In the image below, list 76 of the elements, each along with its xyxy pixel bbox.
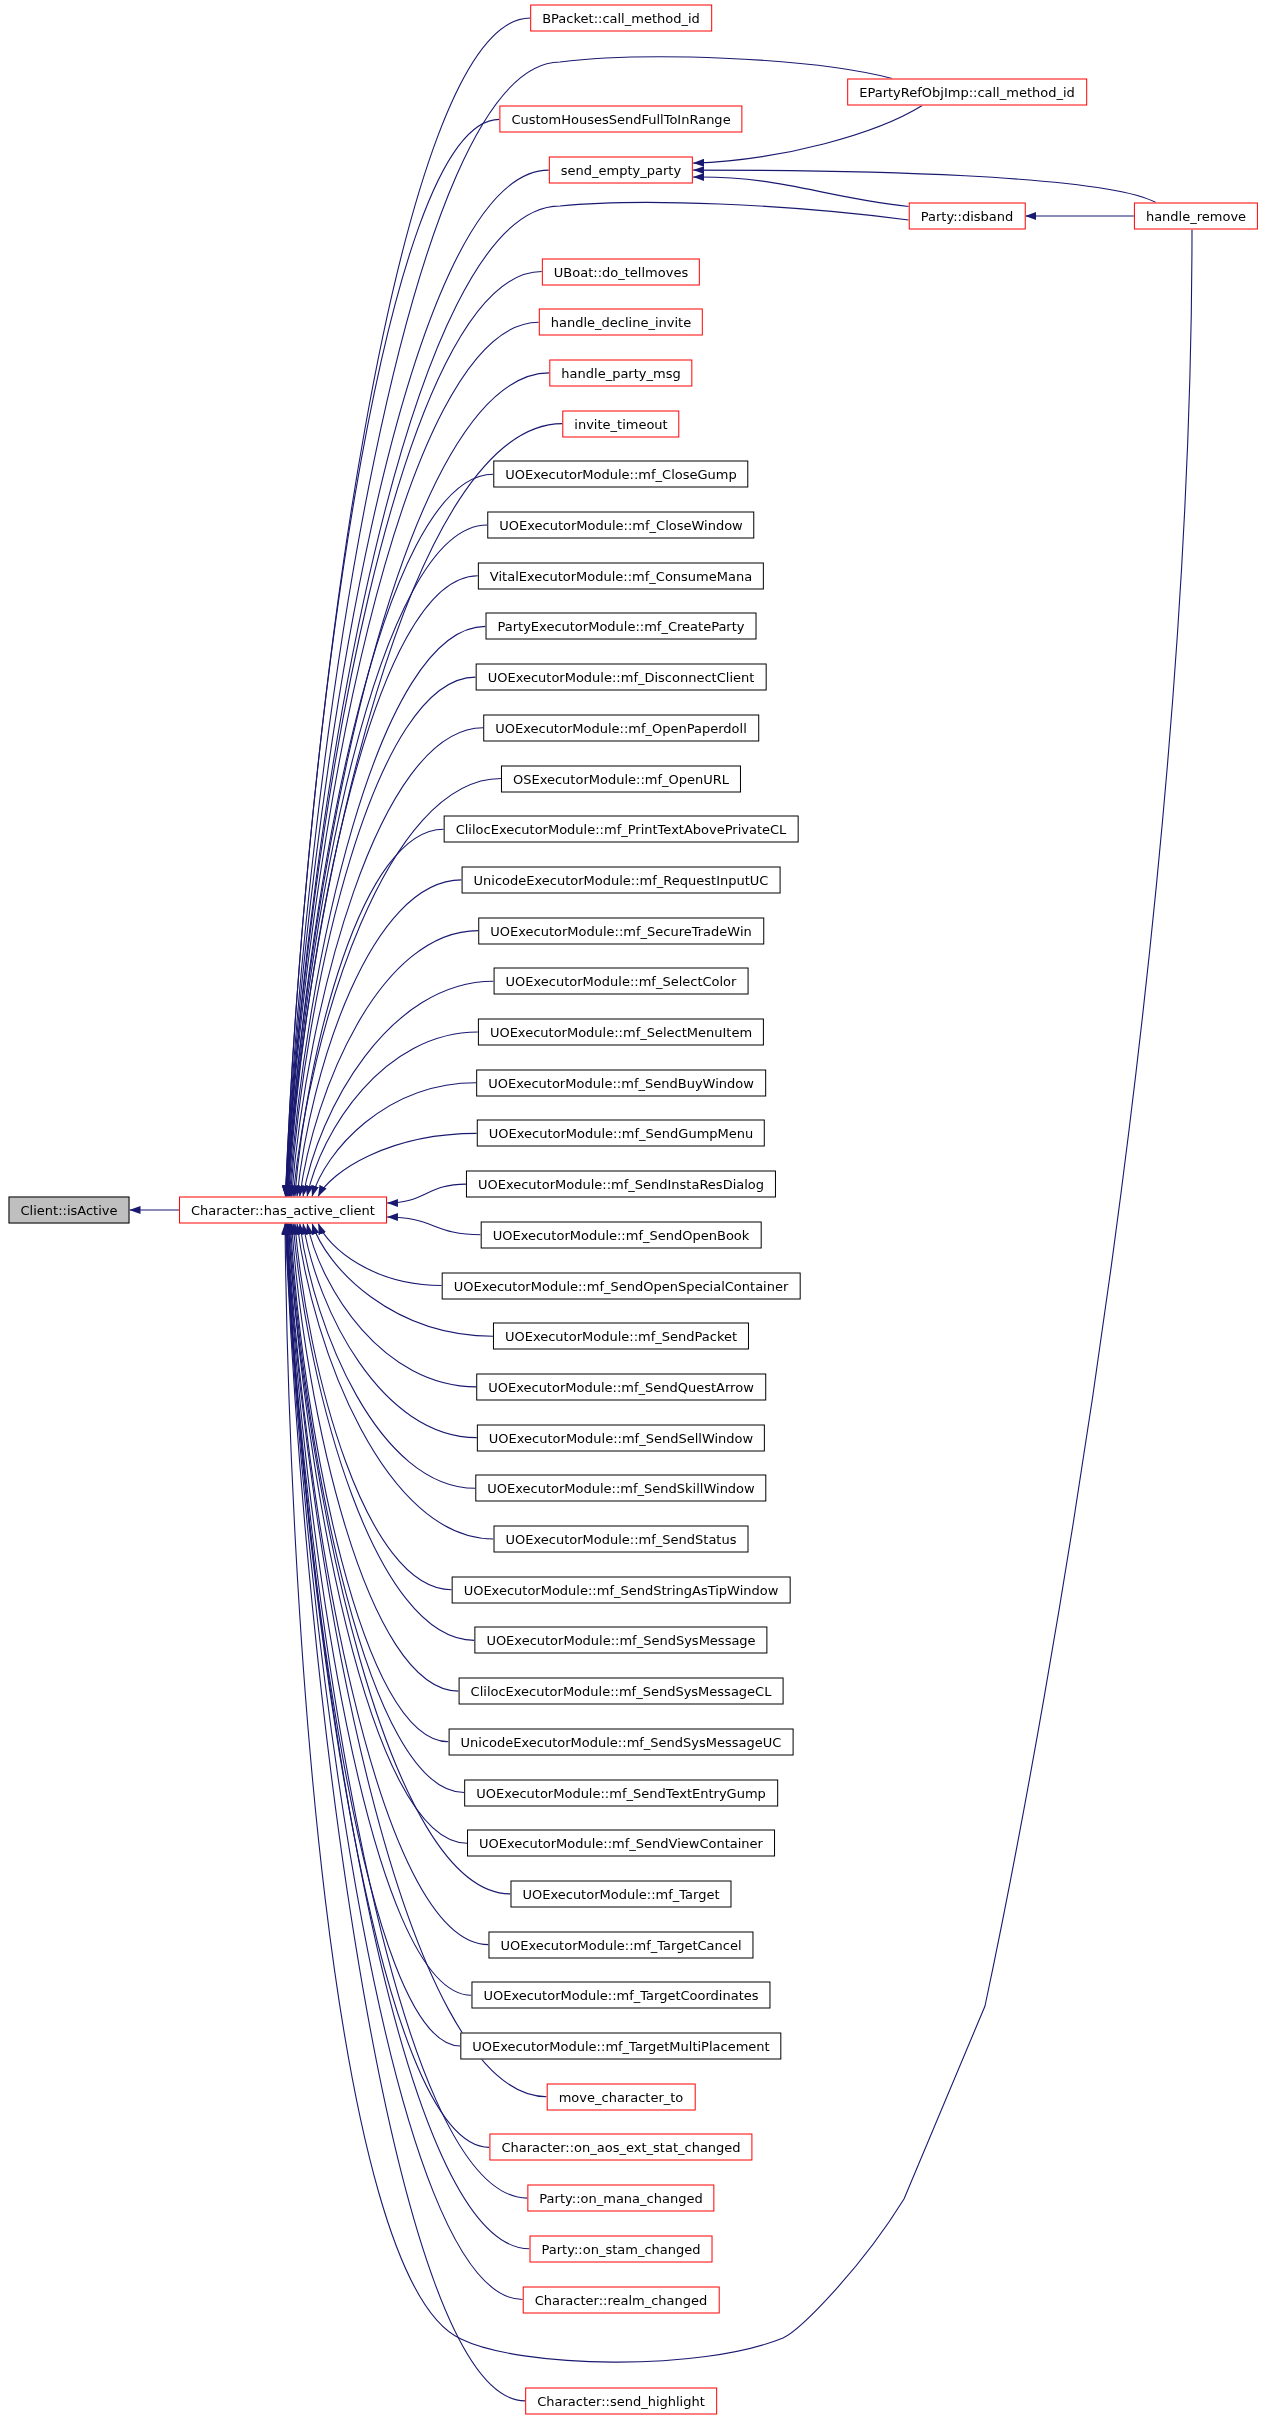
function-box: UOExecutorModule::mf_TargetMultiPlacement — [460, 2032, 782, 2060]
function-box: EPartyRefObjImp::call_method_id — [847, 78, 1087, 106]
function-box: UOExecutorModule::mf_SelectMenuItem — [477, 1018, 765, 1046]
call-arrow — [692, 166, 1157, 204]
function-box: UOExecutorModule::mf_SendPacket — [492, 1322, 750, 1350]
call-arrow — [301, 980, 495, 1198]
function-box: CustomHousesSendFullToInRange — [499, 105, 743, 133]
function-box: UOExecutorModule::mf_CloseWindow — [487, 511, 755, 539]
function-box: Party::on_stam_changed — [529, 2235, 713, 2263]
function-box: UOExecutorModule::mf_SendSkillWindow — [475, 1474, 767, 1502]
function-box: UOExecutorModule::mf_CloseGump — [493, 460, 749, 488]
function-box: UOExecutorModule::mf_SendBuyWindow — [476, 1069, 766, 1097]
function-box: UOExecutorModule::mf_SendViewContainer — [467, 1829, 775, 1857]
call-arrow — [128, 1206, 180, 1214]
function-box: UnicodeExecutorModule::mf_SendSysMessageUC — [448, 1728, 794, 1756]
function-box: ClilocExecutorModule::mf_PrintTextAbovePrivateCL — [443, 815, 799, 843]
function-box: UBoat::do_tellmoves — [541, 258, 701, 285]
function-box: move_character_to — [546, 2083, 696, 2111]
function-box: Client::isActive — [8, 1196, 130, 1224]
function-box: UOExecutorModule::mf_DisconnectClient — [475, 663, 767, 691]
call-arrow — [291, 828, 445, 1198]
function-box: Party::on_mana_changed — [527, 2184, 715, 2212]
call-arrow — [692, 173, 910, 208]
function-box: Party::disband — [908, 202, 1026, 230]
call-arrow — [386, 1183, 467, 1207]
call-arrow — [292, 1222, 453, 1591]
function-box: Character::on_aos_ext_stat_changed — [489, 2133, 753, 2161]
function-box: UOExecutorModule::mf_SendInstaResDialog — [465, 1170, 777, 1198]
call-arrow — [1024, 212, 1135, 220]
function-box: UOExecutorModule::mf_Target — [510, 1880, 732, 1908]
function-box: ClilocExecutorModule::mf_SendSysMessageCL — [458, 1677, 784, 1705]
call-arrow — [290, 1222, 475, 1641]
function-box: send_empty_party — [548, 156, 694, 184]
function-box: handle_decline_invite — [538, 308, 704, 336]
function-box: UOExecutorModule::mf_SecureTradeWin — [478, 917, 764, 945]
call-arrow — [297, 1222, 476, 1489]
call-arrow — [311, 1082, 477, 1198]
function-box: invite_timeout — [562, 410, 680, 438]
function-box: UnicodeExecutorModule::mf_RequestInputUC — [461, 866, 781, 894]
function-box: UOExecutorModule::mf_SendGumpMenu — [476, 1119, 766, 1147]
call-arrow — [386, 1213, 482, 1236]
call-arrow — [290, 777, 502, 1198]
function-box: UOExecutorModule::mf_SelectColor — [493, 967, 749, 995]
function-box: UOExecutorModule::mf_SendStatus — [493, 1525, 749, 1553]
function-box: OSExecutorModule::mf_OpenURL — [500, 765, 742, 792]
call-arrow — [311, 1222, 494, 1337]
function-box: UOExecutorModule::mf_TargetCancel — [488, 1931, 754, 1959]
call-arrow — [692, 104, 923, 167]
function-box: UOExecutorModule::mf_OpenPaperdoll — [483, 714, 759, 742]
call-arrow — [306, 1222, 477, 1388]
call-arrow — [281, 228, 1193, 2363]
function-box: UOExecutorModule::mf_SendTextEntryGump — [464, 1779, 778, 1806]
function-box: Character::realm_changed — [522, 2286, 720, 2313]
call-arrow — [294, 1222, 495, 1540]
call-arrow — [301, 1222, 478, 1439]
function-box: UOExecutorModule::mf_TargetCoordinates — [471, 1981, 771, 2009]
call-arrow — [317, 1132, 478, 1198]
function-box: handle_remove — [1133, 202, 1259, 230]
call-arrow — [297, 930, 479, 1198]
function-box: BPacket::call_method_id — [530, 4, 712, 32]
function-box: Character::send_highlight — [525, 2387, 717, 2415]
function-box: UOExecutorModule::mf_SendQuestArrow — [476, 1373, 766, 1401]
function-box: UOExecutorModule::mf_SendSysMessage — [474, 1626, 768, 1654]
function-box: Character::has_active_client — [179, 1196, 387, 1224]
function-box: UOExecutorModule::mf_SendStringAsTipWindow — [451, 1576, 791, 1604]
function-box: UOExecutorModule::mf_SendOpenSpecialContainer — [441, 1272, 801, 1299]
function-box: UOExecutorModule::mf_SendSellWindow — [476, 1424, 766, 1452]
call-arrow — [317, 1222, 443, 1287]
function-box: VitalExecutorModule::mf_ConsumeMana — [477, 562, 765, 590]
function-box: UOExecutorModule::mf_SendOpenBook — [480, 1221, 762, 1249]
function-box: PartyExecutorModule::mf_CreateParty — [485, 612, 757, 640]
call-arrow — [294, 879, 463, 1198]
call-arrow — [288, 1222, 460, 1692]
call-arrow — [306, 1031, 479, 1198]
function-box: handle_party_msg — [549, 359, 693, 387]
call-arrow — [287, 1222, 450, 1743]
